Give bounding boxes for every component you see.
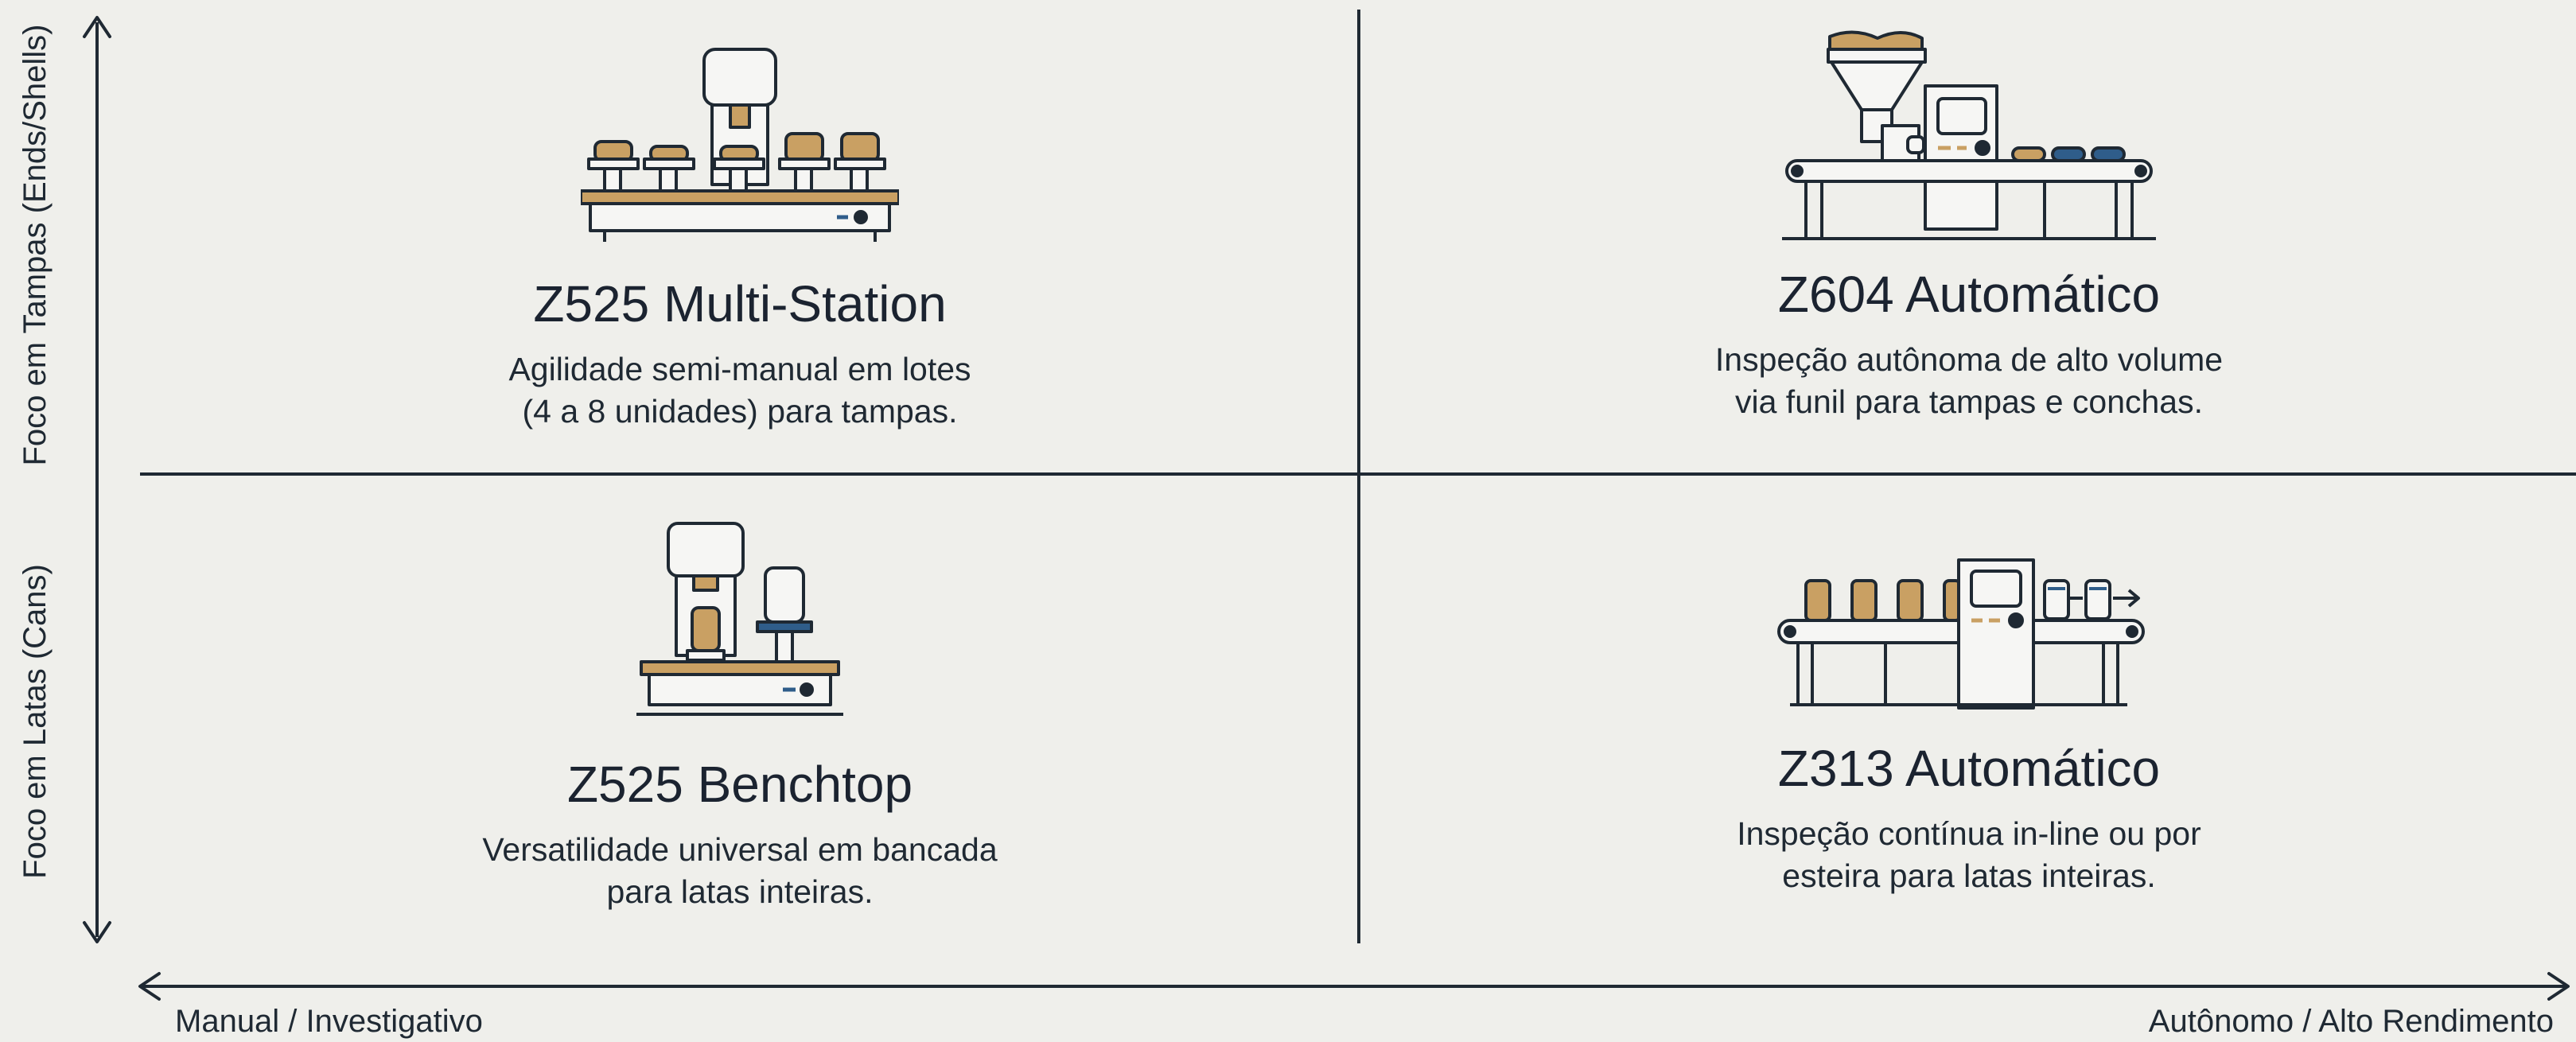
inline-conveyor-machine-icon: [1777, 558, 2145, 710]
product-title: Z604 Automático: [1777, 266, 2161, 323]
quadrant-top-left: Z525 Multi-Station Agilidade semi-manual…: [342, 40, 1138, 433]
y-axis-bottom-label: Foco em Latas (Cans): [18, 564, 53, 879]
description-line: Versatilidade universal em bancada: [482, 831, 998, 868]
description-line: via funil para tampas e conchas.: [1735, 383, 2203, 420]
y-axis-top-label: Foco em Tampas (Ends/Shells): [18, 24, 53, 466]
description-line: Inspeção autônoma de alto volume: [1714, 341, 2224, 378]
product-title: Z525 Multi-Station: [533, 275, 947, 332]
x-axis-right-label: Autônomo / Alto Rendimento: [2148, 1004, 2554, 1039]
quadrant-top-right: Z604 Automático Inspeção autônoma de alt…: [1571, 30, 2367, 423]
product-description: Agilidade semi-manual em lotes (4 a 8 un…: [342, 348, 1138, 433]
product-description: Inspeção contínua in-line ou por esteira…: [1571, 813, 2367, 897]
description-line: para latas inteiras.: [606, 873, 874, 910]
product-description: Inspeção autônoma de alto volume via fun…: [1571, 339, 2367, 423]
description-line: Agilidade semi-manual em lotes: [508, 351, 971, 387]
y-axis-arrow-bottom: [83, 921, 111, 943]
product-title: Z313 Automático: [1777, 740, 2161, 797]
y-axis-arrow-top: [83, 16, 111, 38]
description-line: esteira para latas inteiras.: [1782, 857, 2156, 894]
hopper-conveyor-machine-icon: [1782, 30, 2156, 240]
x-axis-left-label: Manual / Investigativo: [175, 1004, 483, 1039]
x-axis-arrow-right: [2547, 972, 2570, 1001]
multi-station-machine-icon: [581, 48, 899, 242]
description-line: (4 a 8 unidades) para tampas.: [522, 393, 958, 430]
quadrant-bottom-left: Z525 Benchtop Versatilidade universal em…: [342, 519, 1138, 913]
description-line: Inspeção contínua in-line ou por: [1737, 815, 2201, 852]
x-axis-arrow-left: [138, 972, 161, 1001]
benchtop-machine-icon: [636, 522, 843, 716]
product-description: Versatilidade universal em bancada para …: [342, 829, 1138, 913]
quadrant-bottom-right: Z313 Automático Inspeção contínua in-lin…: [1571, 557, 2367, 897]
product-title: Z525 Benchtop: [566, 756, 913, 813]
